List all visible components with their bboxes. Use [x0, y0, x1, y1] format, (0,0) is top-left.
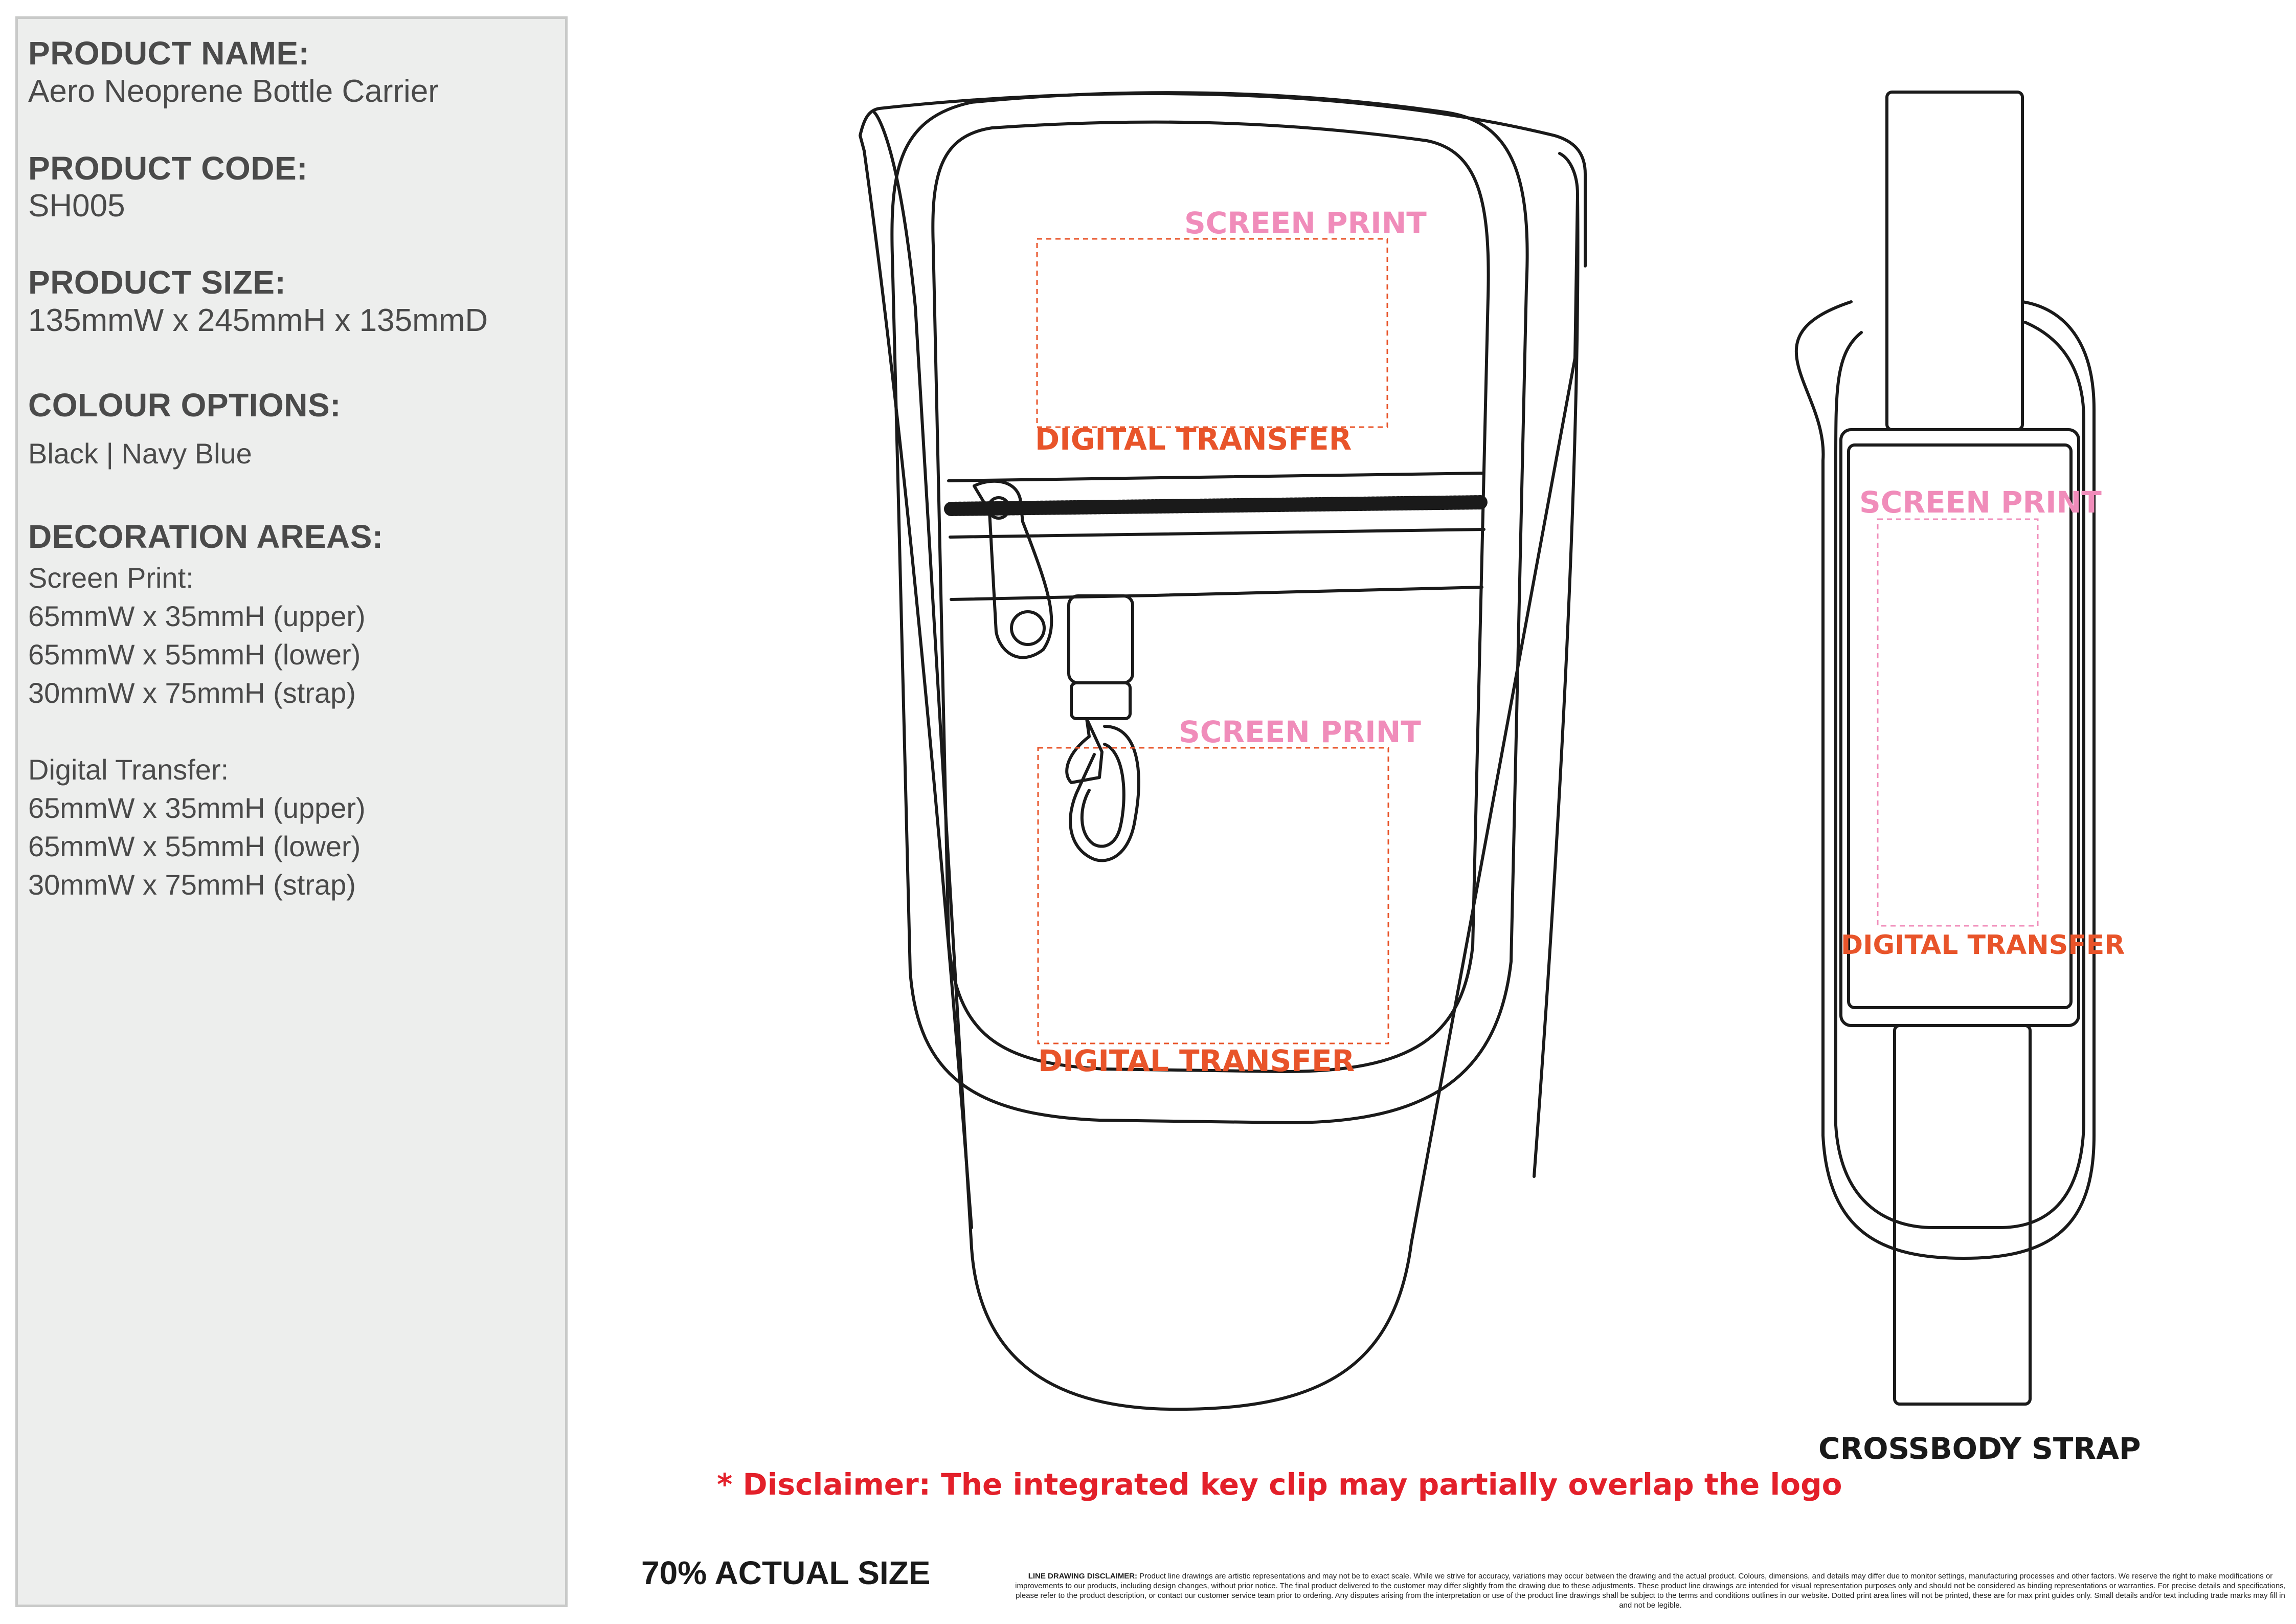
product-code-label: PRODUCT CODE:: [28, 150, 308, 187]
digital-transfer-area: 30mmW x 75mmH (strap): [28, 869, 356, 901]
product-code: SH005: [28, 188, 125, 224]
line-drawing-disclaimer-text: Product line drawings are artistic repre…: [1015, 1572, 2286, 1610]
strap-loop-outer: [1794, 300, 2096, 1260]
actual-size-note: 70% ACTUAL SIZE: [641, 1554, 931, 1591]
front-panel-outer: [890, 91, 1529, 1124]
digital-transfer-label-strap: DIGITAL TRANSFER: [1841, 930, 2125, 961]
screen-print-label-lower: SCREEN PRINT: [1179, 715, 1421, 749]
product-size: 135mmW x 245mmH x 135mmD: [28, 303, 488, 338]
screen-print-heading: Screen Print:: [28, 562, 194, 594]
colour-options-label: COLOUR OPTIONS:: [28, 387, 341, 424]
digital-transfer-area: 65mmW x 35mmH (upper): [28, 792, 366, 824]
key-clip-carabiner-inner: [1080, 743, 1126, 848]
zipper-lower-panel: [950, 586, 1483, 601]
print-area-upper: [1036, 238, 1388, 428]
carrier-body-outline: [873, 111, 1579, 1411]
line-drawing-disclaimer: LINE DRAWING DISCLAIMER: Product line dr…: [1010, 1571, 2291, 1610]
product-name: Aero Neoprene Bottle Carrier: [28, 74, 439, 109]
strap-buckle-inner: [1847, 443, 2073, 1009]
digital-transfer-heading: Digital Transfer:: [28, 753, 229, 786]
print-area-lower: [1037, 747, 1389, 1044]
carrier-side-seam: [863, 149, 973, 1229]
screen-print-area: 65mmW x 35mmH (upper): [28, 600, 366, 632]
print-area-strap: [1877, 518, 2039, 927]
digital-transfer-area: 65mmW x 55mmH (lower): [28, 830, 361, 862]
strap-lower: [1893, 1024, 2032, 1406]
screen-print-area: 30mmW x 75mmH (strap): [28, 677, 356, 709]
screen-print-area: 65mmW x 55mmH (lower): [28, 638, 361, 671]
key-clip-disclaimer: * Disclaimer: The integrated key clip ma…: [717, 1467, 1842, 1502]
colour-options: Black | Navy Blue: [28, 437, 252, 470]
zipper-teeth: [944, 495, 1489, 516]
zipper-pull-pin: [987, 496, 1010, 520]
product-size-label: PRODUCT SIZE:: [28, 264, 286, 301]
decoration-areas-label: DECORATION AREAS:: [28, 518, 384, 555]
key-clip-hook: [1065, 717, 1104, 784]
zipper-track-top: [947, 472, 1484, 482]
zipper-pull-hole: [1010, 610, 1046, 646]
key-clip-carabiner: [1069, 725, 1140, 862]
carrier-right-edge: [1533, 193, 1580, 1178]
product-name-label: PRODUCT NAME:: [28, 35, 310, 72]
key-clip-ring: [1070, 681, 1132, 720]
key-clip-tab: [1067, 594, 1134, 684]
strap-loop-inner: [1834, 321, 2085, 1229]
zipper-track-bottom: [949, 528, 1485, 539]
digital-transfer-label-upper: DIGITAL TRANSFER: [1035, 422, 1352, 457]
crossbody-strap-title: CROSSBODY STRAP: [1818, 1431, 2141, 1466]
line-drawing-disclaimer-heading: LINE DRAWING DISCLAIMER:: [1028, 1572, 1138, 1581]
screen-print-label-strap: SCREEN PRINT: [1859, 485, 2102, 520]
digital-transfer-label-lower: DIGITAL TRANSFER: [1038, 1043, 1355, 1078]
screen-print-label-upper: SCREEN PRINT: [1184, 206, 1427, 240]
strap-upper: [1885, 91, 2024, 431]
zipper-pull: [973, 479, 1053, 659]
front-panel-inner: [931, 120, 1490, 1073]
spec-panel: PRODUCT NAME: Aero Neoprene Bottle Carri…: [15, 16, 568, 1607]
